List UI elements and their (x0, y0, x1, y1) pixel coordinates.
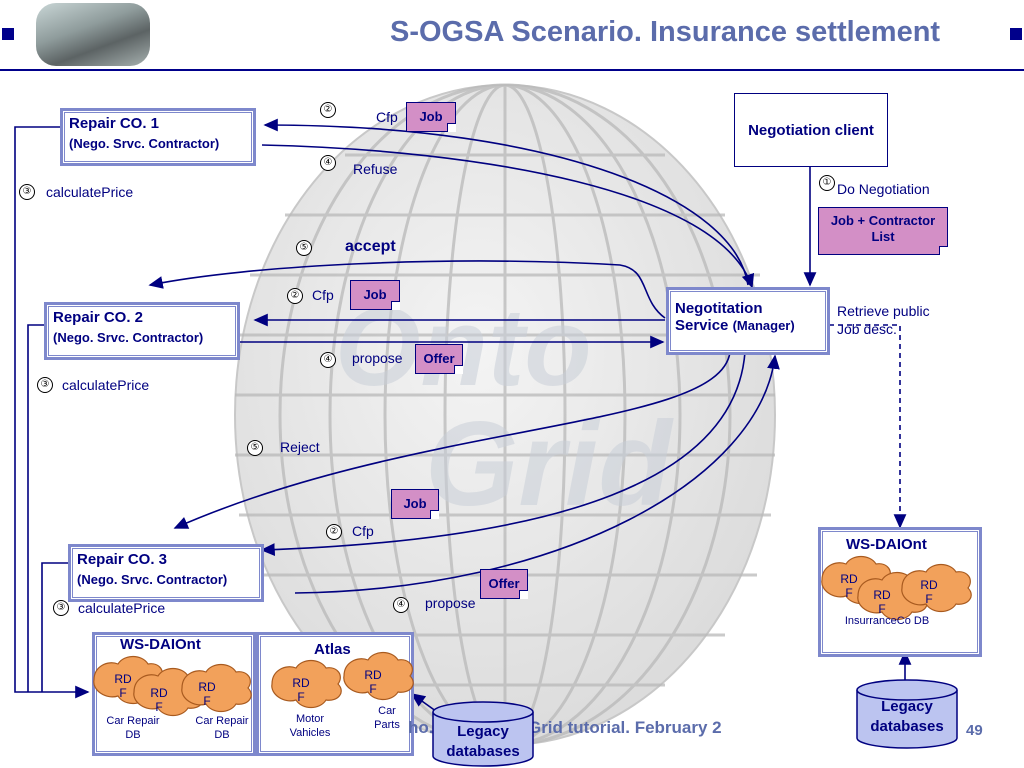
car-repair-db-2: Car Repair DB (195, 715, 249, 741)
rdf-cloud-a1 (271, 659, 342, 709)
rdf-cloud-l3 (181, 663, 252, 713)
legacy-left-line2: databases (446, 743, 520, 760)
step-3-co3: ③ (53, 600, 69, 616)
svg-text:Grid: Grid (425, 397, 674, 531)
legacy-right-line1: Legacy (881, 698, 933, 715)
repair-co-1-name: Repair CO. 1 (69, 115, 160, 132)
rdf-label-r3: RD F (920, 578, 938, 606)
ws-daiont-left-title: WS-DAIOnt (120, 636, 201, 653)
insurranceco-db-label: InsurranceCo DB (844, 615, 930, 627)
arrow-accept-co2 (148, 260, 666, 319)
legacy-db-left-shape (432, 712, 534, 767)
job-doc-co1: Job (406, 102, 456, 132)
step-4-propose-co3: ④ (393, 597, 409, 613)
rdf-label-l3: RD F (198, 680, 216, 708)
calculate-price-co3: calculatePrice (78, 600, 166, 616)
retrieve-line1: Retrieve public (837, 303, 930, 319)
cfp-label-co3: Cfp (352, 523, 374, 539)
rdf-cloud-r3 (901, 563, 972, 613)
ws-daiont-right-title: WS-DAIOnt (846, 536, 927, 553)
propose-label-co3: propose (425, 595, 476, 611)
rdf-label-r2: RD F (873, 588, 891, 616)
retrieve-public-label: Retrieve public Job desc. (837, 302, 930, 338)
reject-label: Reject (280, 439, 320, 455)
do-negotiation-label: Do Negotiation (837, 181, 930, 197)
step-2-cfp-co2: ② (287, 288, 303, 304)
rail-co2 (27, 324, 44, 692)
rail-co1 (14, 126, 90, 699)
propose-label-co2: propose (352, 350, 403, 366)
negotiation-client-label: Negotiation client (748, 121, 874, 139)
job-doc-co2: Job (350, 280, 400, 310)
negotiation-service-box: Negotitation Service (Manager) (666, 287, 830, 355)
rdf-label-a2: RD F (364, 668, 382, 696)
job-contractor-list-doc: Job + Contractor List (818, 207, 948, 255)
rdf-label-a1: RD F (292, 676, 310, 704)
rdf-label-r1: RD F (840, 572, 858, 600)
car-parts-label: Car Parts (374, 705, 400, 731)
page-number: 49 (966, 722, 983, 739)
negotiation-service-line1: Negotitation (675, 300, 763, 317)
repair-co-2-name: Repair CO. 2 (53, 309, 144, 326)
retrieve-line2: Job desc. (837, 321, 897, 337)
repair-co-1-role: (Nego. Srvc. Contractor) (69, 136, 220, 151)
step-3-co1: ③ (19, 184, 35, 200)
step-2-cfp-co3: ② (326, 524, 342, 540)
negotiation-service-line2a: Service (675, 317, 729, 334)
atlas-title: Atlas (314, 641, 351, 658)
title-rule (0, 69, 1024, 71)
calculate-price-co2: calculatePrice (62, 377, 150, 393)
slide-title: S-OGSA Scenario. Insurance settlement (390, 16, 941, 48)
repair-co-3-role: (Nego. Srvc. Contractor) (77, 572, 228, 587)
motor-vahicles-label: Motor Vahicles (289, 713, 331, 739)
car-repair-db-1: Car Repair DB (106, 715, 160, 741)
job-contractor-list-line2: List (871, 229, 895, 244)
step-5-accept: ⑤ (296, 240, 312, 256)
repair-co-3-box: Repair CO. 3 (Nego. Srvc. Contractor) (68, 544, 264, 602)
arrow-refuse-co1 (261, 144, 755, 289)
offer-doc-co2: Offer (415, 344, 463, 374)
rail-co3 (41, 562, 68, 692)
rdf-cloud-a2 (343, 651, 414, 701)
refuse-label: Refuse (353, 161, 398, 177)
step-3-co2: ③ (37, 377, 53, 393)
arrow-cfp-co3 (260, 351, 746, 556)
calculate-price-co1: calculatePrice (46, 184, 134, 200)
step-2-cfp-co1: ② (320, 102, 336, 118)
cfp-label-co2: Cfp (312, 287, 334, 303)
job-contractor-list-line1: Job + Contractor (830, 213, 936, 228)
step-4-refuse: ④ (320, 155, 336, 171)
repair-co-2-box: Repair CO. 2 (Nego. Srvc. Contractor) (44, 302, 240, 360)
cfp-label-co1: Cfp (376, 109, 398, 125)
rdf-label-l2: RD F (150, 686, 168, 714)
legacy-right-line2: databases (870, 718, 944, 735)
rdf-label-l1: RD F (114, 672, 132, 700)
arrow-propose-co3 (294, 354, 780, 594)
title-bullet-right (1010, 28, 1022, 40)
legacy-databases-right: Legacy databases (857, 697, 957, 737)
negotiation-service-line2b: (Manager) (732, 318, 795, 333)
title-bullet-left (2, 28, 14, 40)
arrow-cfp-co1 (263, 118, 749, 286)
step-1-client: ① (819, 175, 835, 191)
step-4-propose-co2: ④ (320, 352, 336, 368)
negotiation-client-box: Negotiation client (734, 93, 888, 167)
repair-co-3-name: Repair CO. 3 (77, 551, 168, 568)
accept-label: accept (345, 238, 396, 255)
repair-co-2-role: (Nego. Srvc. Contractor) (53, 330, 204, 345)
car-crash-photo (36, 3, 150, 66)
arrow-reject-co3 (173, 351, 731, 529)
job-doc-co3: Job (391, 489, 439, 519)
offer-doc-co3: Offer (480, 569, 528, 599)
legacy-databases-left: Legacy databases (433, 722, 533, 762)
legacy-db-right-shape (856, 690, 958, 749)
legacy-left-line1: Legacy (457, 723, 509, 740)
step-5-reject: ⑤ (247, 440, 263, 456)
repair-co-1-box: Repair CO. 1 (Nego. Srvc. Contractor) (60, 108, 256, 166)
